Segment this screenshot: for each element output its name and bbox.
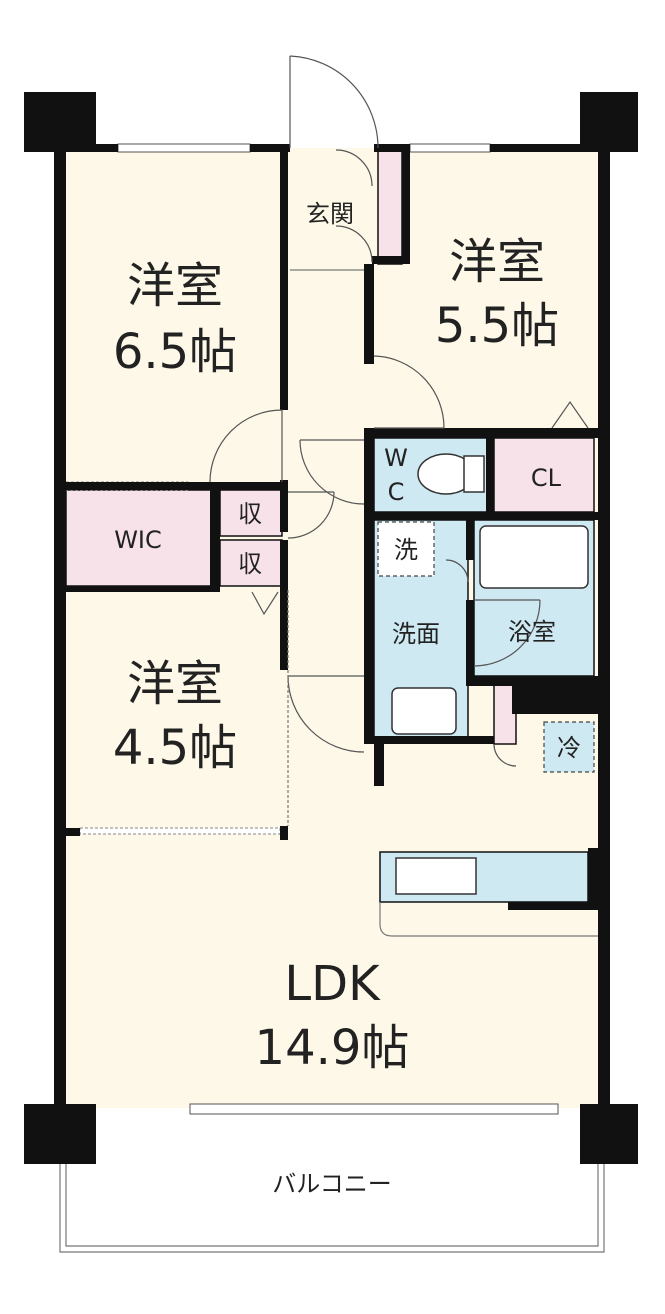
shoe-cabinet: [377, 149, 403, 265]
room2-name: 洋室: [449, 234, 545, 290]
room2-size: 5.5帖: [435, 298, 559, 354]
room3-size: 4.5帖: [113, 720, 237, 776]
wall-n4: [374, 144, 410, 152]
storage-marker: [251, 591, 279, 616]
bathtub: [479, 525, 589, 589]
counter-edge: [379, 902, 598, 937]
room2-door: [373, 355, 445, 429]
wall-room3-east: [280, 540, 288, 670]
wall-room3-se: [280, 826, 288, 840]
wc-label-c: C: [388, 478, 405, 506]
column-sw: [24, 1104, 96, 1164]
room1-name: 洋室: [127, 258, 223, 314]
window-south: [189, 1103, 559, 1115]
wall-west: [54, 148, 66, 1108]
entrance-label: 玄関: [306, 200, 354, 228]
wall-n3: [490, 144, 598, 152]
fridge-label: 冷: [557, 734, 581, 762]
bathroom-label: 浴室: [508, 618, 556, 646]
balcony-label: バルコニー: [272, 1170, 392, 1198]
toilet-tank: [463, 455, 485, 493]
balcony-outline: [59, 1164, 605, 1253]
ldk-name: LDK: [284, 956, 381, 1012]
wall-bath-south: [466, 676, 606, 686]
wash-cabinet-door: [445, 559, 469, 583]
wall-wic-east: [210, 482, 220, 590]
column-se: [580, 1104, 638, 1164]
wall-kitchen-east: [588, 848, 610, 910]
wall-room1-south: [66, 482, 286, 490]
column-nw: [24, 92, 96, 152]
wall-wet-west: [364, 428, 374, 744]
closet-marker: [551, 400, 589, 429]
wash-basin: [391, 687, 457, 735]
entrance-cabinet-doors: [335, 149, 373, 263]
bath-door: [473, 599, 541, 667]
storage-door: [287, 491, 335, 539]
entrance-door: [289, 55, 379, 149]
window-north-1: [117, 143, 251, 153]
sliding-door: [79, 827, 281, 835]
balcony-inner: [65, 1164, 599, 1247]
wall-stub: [374, 744, 384, 786]
wall-kitchen-block: [512, 686, 606, 714]
washer-label: 洗: [394, 536, 418, 564]
window-north-2: [409, 143, 491, 153]
washroom-label: 洗面: [392, 620, 440, 648]
column-ne: [580, 92, 638, 152]
wall-wash-south: [364, 736, 494, 744]
wall-n2: [250, 144, 290, 152]
wic-label: WIC: [114, 526, 162, 554]
wall-entrance-south: [372, 256, 410, 264]
wc-door: [299, 439, 365, 505]
washer-space: [377, 521, 435, 577]
wall-east: [598, 148, 610, 1108]
wall-storage-east: [280, 480, 288, 532]
wall-room3-north: [66, 586, 220, 592]
sink: [395, 857, 477, 895]
wall-room2-west: [364, 264, 374, 364]
closet-label: CL: [531, 464, 562, 492]
fridge-space: [543, 721, 595, 773]
storage-2-area: [219, 539, 283, 587]
room3-name: 洋室: [127, 656, 223, 712]
storage-2-label: 収: [238, 550, 262, 578]
kitchen-cabinet-door: [493, 743, 517, 767]
wc-label-w: W: [384, 444, 408, 472]
room3-door: [287, 675, 365, 753]
wall-entrance-east: [402, 150, 410, 264]
wall-wc-south: [364, 512, 604, 520]
wall-room3-south: [60, 828, 80, 836]
wall-room1-east: [280, 148, 288, 410]
wic-area: [65, 489, 215, 587]
room1-size: 6.5帖: [113, 324, 237, 380]
room1-door: [209, 409, 283, 483]
wall-wc-east: [486, 438, 494, 512]
ldk-size: 14.9帖: [255, 1020, 410, 1076]
wall-kitchen-south: [508, 902, 608, 910]
wall-bath-west-a: [466, 520, 474, 560]
wall-bath-west-b: [466, 600, 474, 676]
wall-room2-south: [364, 428, 604, 438]
storage-1-label: 収: [238, 500, 262, 528]
